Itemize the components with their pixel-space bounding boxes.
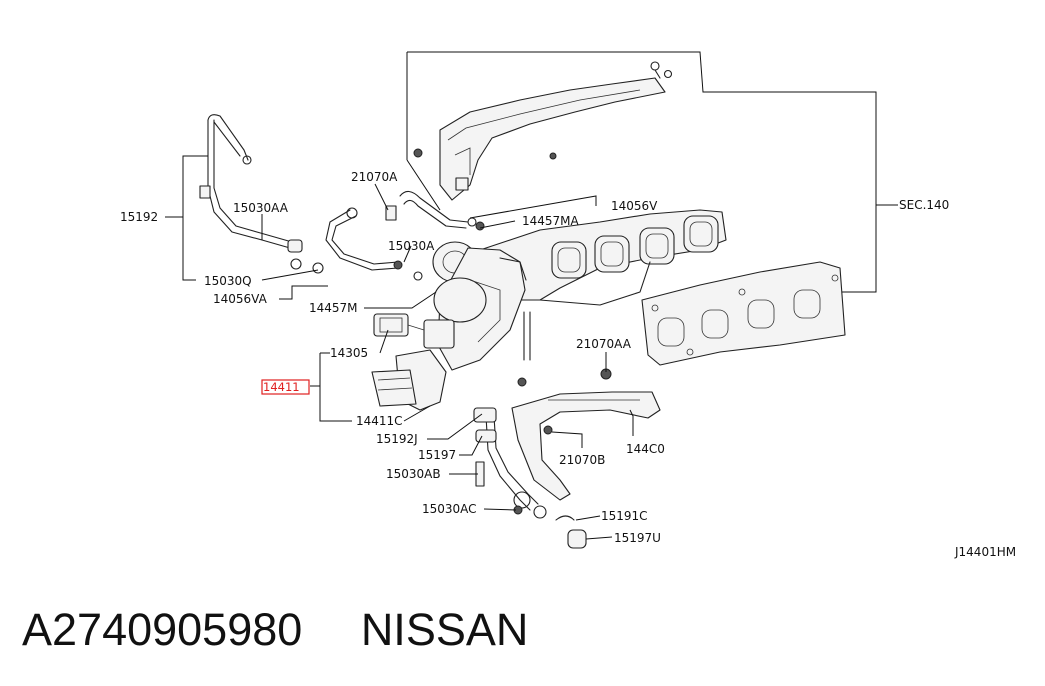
brand-name: NISSAN — [360, 604, 529, 655]
manifold-gasket — [641, 261, 846, 366]
label-14457M: 14457M — [309, 301, 358, 315]
label-21070B: 21070B — [559, 453, 605, 467]
diagram-code: J14401HM — [954, 545, 1016, 559]
label-144C0: 144C0 — [626, 442, 665, 456]
turbocharger — [373, 241, 531, 371]
part-footer: A2740905980 NISSAN — [22, 598, 1022, 662]
turbo-bracket — [511, 368, 661, 501]
label-14056V: 14056V — [611, 199, 658, 213]
heat-shield-group — [406, 51, 898, 293]
label-15192J: 15192J — [376, 432, 418, 446]
label-15197U: 15197U — [614, 531, 661, 545]
oil-feed-pipe — [199, 114, 324, 274]
label-15192: 15192 — [120, 210, 158, 224]
label-15030A: 15030A — [388, 239, 435, 253]
label-15191C: 15191C — [601, 509, 648, 523]
label-14457MA: 14457MA — [522, 214, 580, 228]
leader-lines — [165, 155, 634, 540]
label-21070A: 21070A — [351, 170, 398, 184]
label-15030AB: 15030AB — [386, 467, 441, 481]
label-14411-highlighted[interactable]: 14411 — [263, 380, 300, 394]
label-15030AA: 15030AA — [233, 201, 289, 215]
label-14305: 14305 — [330, 346, 368, 360]
highlight-box-14411 — [261, 379, 310, 395]
label-15197: 15197 — [418, 448, 456, 462]
label-14056VA: 14056VA — [213, 292, 268, 306]
label-sec-140: SEC.140 — [899, 198, 949, 212]
water-pipe — [399, 190, 485, 231]
exhaust-manifold — [479, 209, 727, 306]
turbocharger-parts-diagram: 15192 15030AA 15030Q 14056VA 21070A 1503… — [120, 51, 1016, 559]
label-15030AC: 15030AC — [422, 502, 477, 516]
label-15030Q: 15030Q — [204, 274, 252, 288]
oil-return-pipe — [325, 205, 423, 281]
label-14411C: 14411C — [356, 414, 403, 428]
part-number: A2740905980 — [22, 604, 303, 655]
outlet-elbow — [371, 349, 447, 411]
return-hose — [473, 407, 587, 549]
label-21070AA: 21070AA — [576, 337, 632, 351]
